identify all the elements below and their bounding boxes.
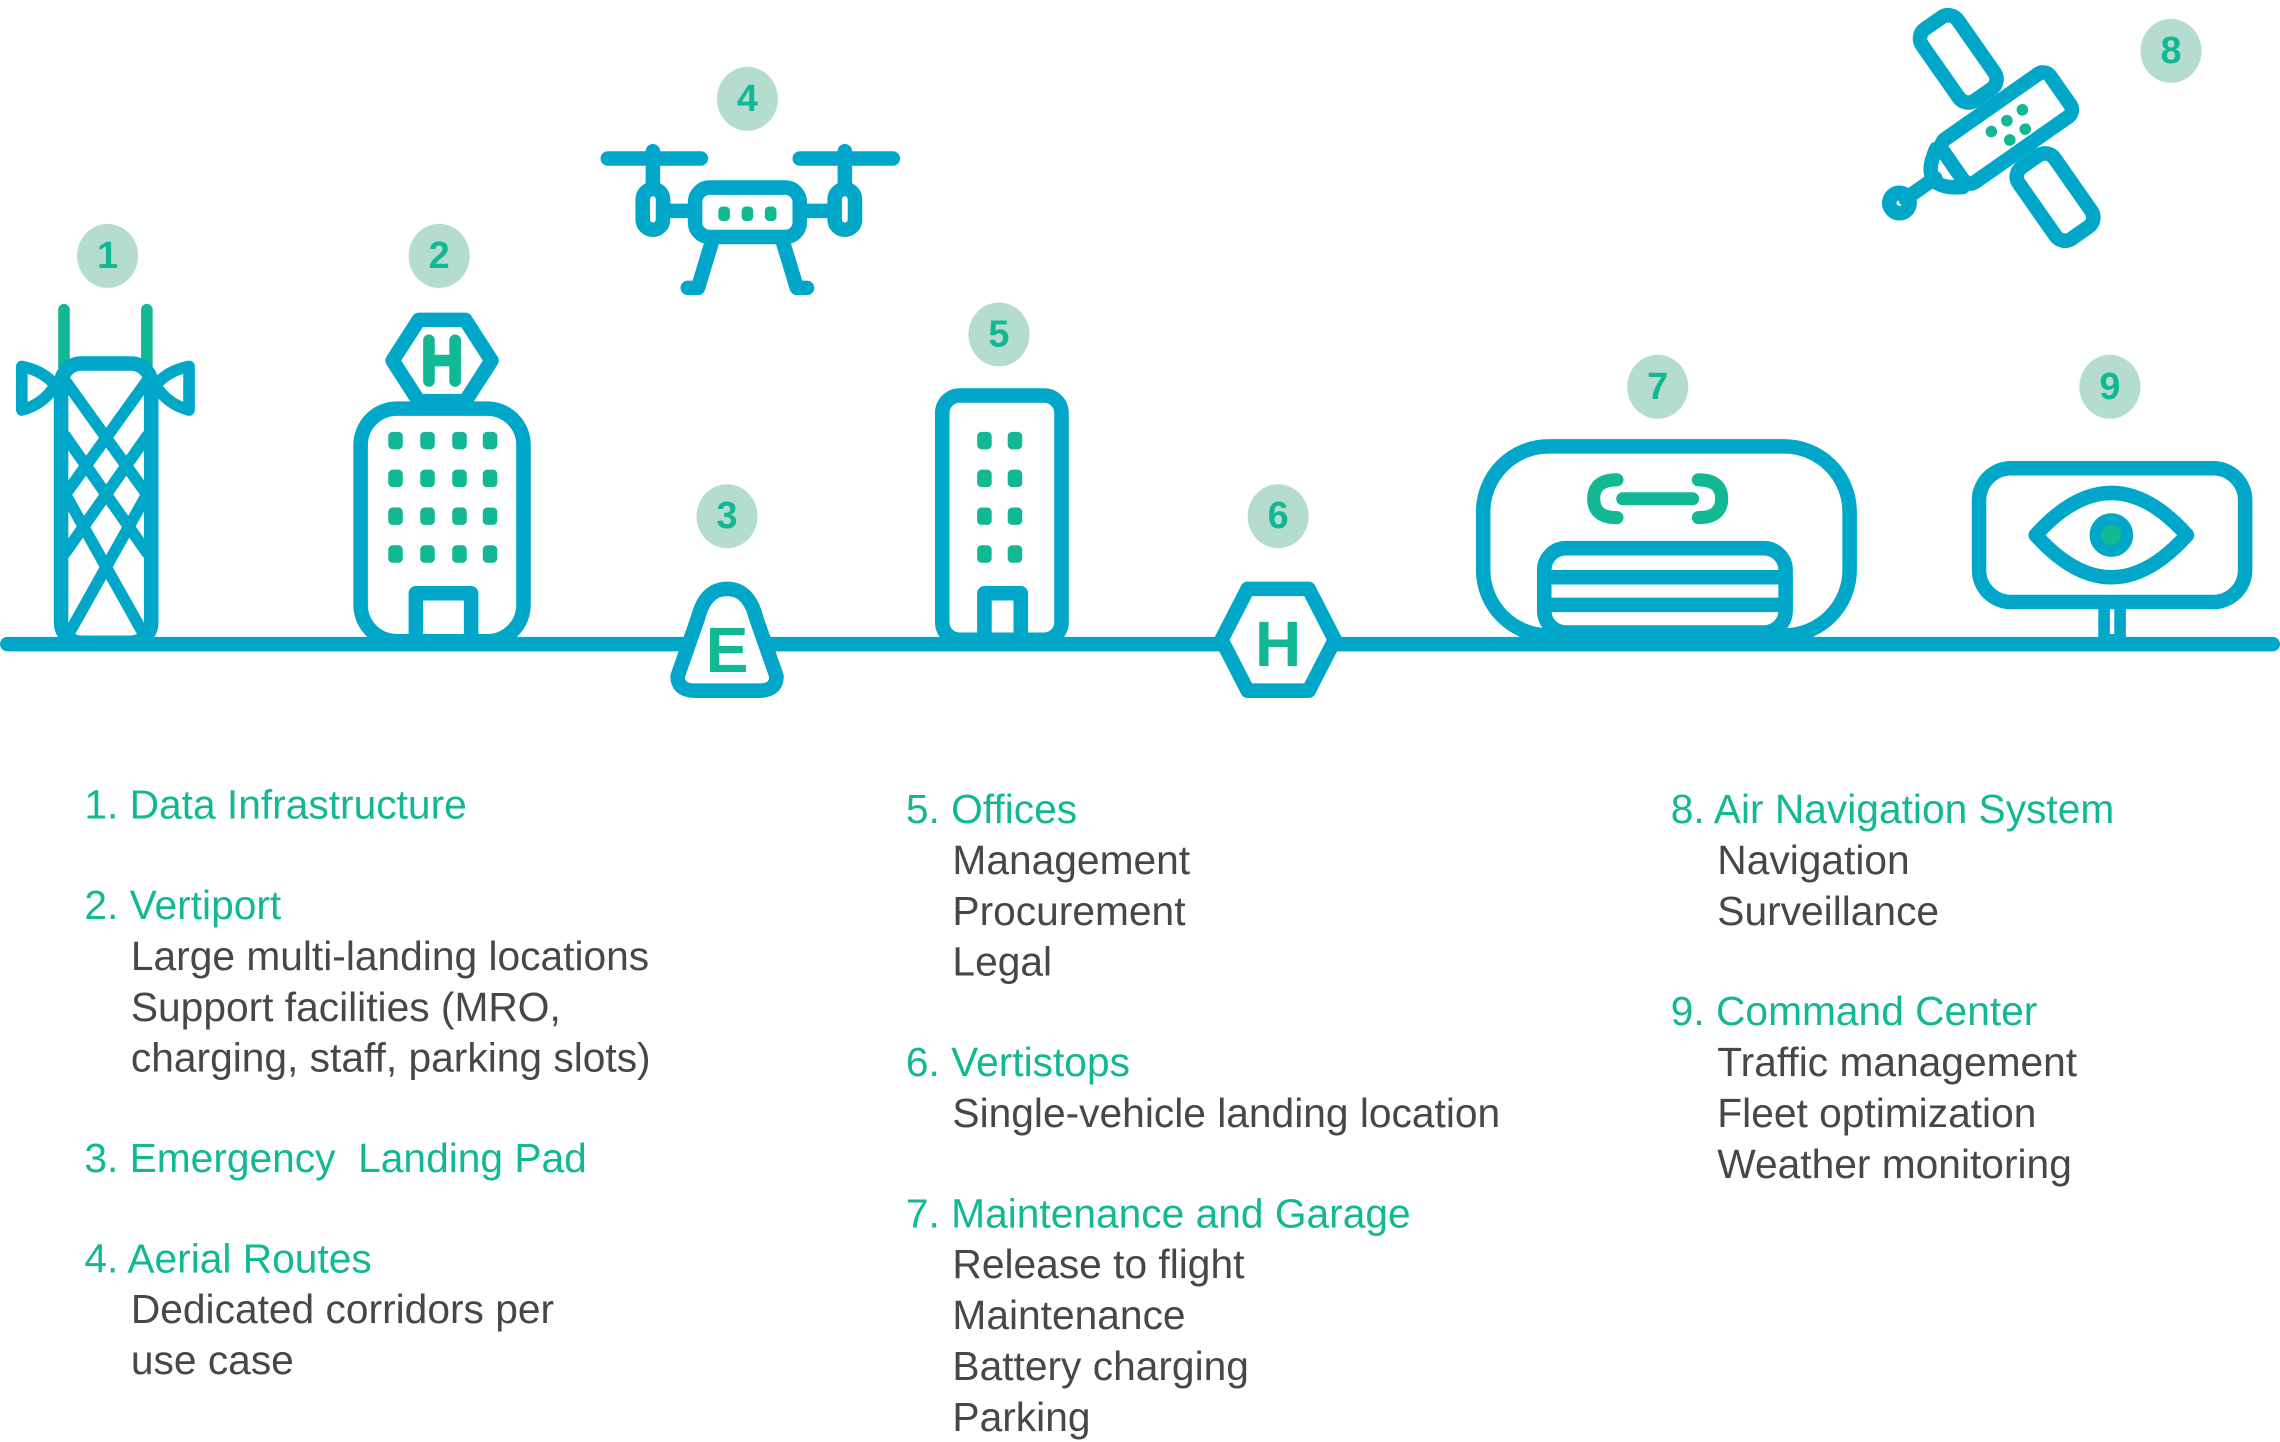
- legend-title: 1. Data Infrastructure: [84, 782, 467, 828]
- window: [977, 507, 992, 525]
- legend-item: Large multi-landing locations: [130, 933, 650, 979]
- badge-number: 2: [429, 235, 450, 277]
- legend-item: Navigation: [1717, 837, 1910, 883]
- legend-item: Weather monitoring: [1717, 1141, 2072, 1187]
- legend-section: 3. Emergency Landing Pad: [84, 1133, 650, 1184]
- badge-number: 6: [1268, 495, 1289, 537]
- legend-item: Single-vehicle landing location: [952, 1090, 1501, 1136]
- window: [1007, 431, 1023, 450]
- window: [452, 431, 467, 450]
- badge-5: 5: [968, 302, 1030, 367]
- legend-item: Procurement: [952, 888, 1186, 934]
- command-center-monitor-icon: [1971, 460, 2253, 646]
- satellite-icon: [1882, 7, 2101, 248]
- badge-number: 1: [97, 235, 118, 277]
- legend-item: Traffic management: [1717, 1039, 2078, 1085]
- legend-title: 5. Offices: [905, 786, 1078, 832]
- garage-icon: [1475, 439, 1857, 643]
- badge-number: 5: [988, 313, 1009, 355]
- legend-title: 6. Vertistops: [905, 1039, 1130, 1085]
- window: [1007, 545, 1023, 563]
- legend-title: 3. Emergency Landing Pad: [84, 1135, 587, 1181]
- badge-number: 9: [2099, 366, 2120, 408]
- badge-number: 3: [717, 495, 738, 537]
- badge-number: 7: [1647, 366, 1668, 408]
- legend-item: Dedicated corridors per: [130, 1286, 555, 1332]
- window: [420, 507, 435, 525]
- legend-title: 8. Air Navigation System: [1670, 786, 2115, 832]
- window: [388, 545, 403, 563]
- legend-title: 7. Maintenance and Garage: [905, 1190, 1411, 1236]
- badge-8: 8: [2140, 18, 2202, 83]
- window: [452, 507, 467, 525]
- window: [1007, 507, 1023, 525]
- window: [482, 431, 498, 450]
- data-tower-icon: [15, 303, 195, 650]
- drone-icon: [600, 143, 901, 296]
- emergency-pad-icon: [670, 581, 784, 698]
- legend-title: 9. Command Center: [1670, 988, 2038, 1034]
- window: [452, 545, 467, 563]
- legend-item: Management: [952, 837, 1191, 883]
- legend-item: Legal: [952, 939, 1053, 985]
- legend-section: 1. Data Infrastructure: [84, 779, 650, 830]
- window: [420, 469, 435, 488]
- legend-item: Surveillance: [1717, 888, 1940, 934]
- legend-item: charging, staff, parking slots): [130, 1035, 651, 1081]
- badge-4: 4: [716, 66, 778, 131]
- window: [1007, 469, 1023, 488]
- vertistop-icon: [1214, 581, 1343, 698]
- window: [482, 469, 498, 488]
- window: [482, 507, 498, 525]
- legend-item: Maintenance: [952, 1292, 1186, 1338]
- legend-item: Support facilities (MRO,: [130, 984, 561, 1030]
- badge-number: 8: [2160, 30, 2181, 72]
- office-building-icon: [934, 388, 1069, 650]
- window: [977, 469, 992, 488]
- window: [388, 507, 403, 525]
- badge-7: 7: [1627, 354, 1689, 419]
- badge-6: 6: [1247, 484, 1309, 549]
- badge-1: 1: [77, 223, 139, 288]
- badge-2: 2: [408, 223, 470, 288]
- illustration: 1 2 3 4 5 6 7 8 9: [0, 7, 2280, 698]
- window: [420, 431, 435, 450]
- window: [452, 469, 467, 488]
- window: [977, 545, 992, 563]
- badge-number: 4: [737, 78, 758, 120]
- window: [388, 431, 403, 450]
- legend-item: Battery charging: [952, 1343, 1249, 1389]
- vertiport-icon: [353, 312, 531, 650]
- badge-9: 9: [2079, 354, 2141, 419]
- window: [388, 469, 403, 488]
- legend-item: use case: [130, 1337, 294, 1383]
- window: [977, 431, 992, 450]
- window: [420, 545, 435, 563]
- legend-title: 4. Aerial Routes: [84, 1235, 372, 1282]
- window: [482, 545, 498, 563]
- badge-3: 3: [696, 484, 758, 549]
- legend-item: Release to flight: [952, 1241, 1245, 1287]
- legend-title: 2. Vertiport: [84, 882, 282, 928]
- legend-item: Fleet optimization: [1717, 1090, 2037, 1136]
- legend-item: Parking: [952, 1394, 1091, 1440]
